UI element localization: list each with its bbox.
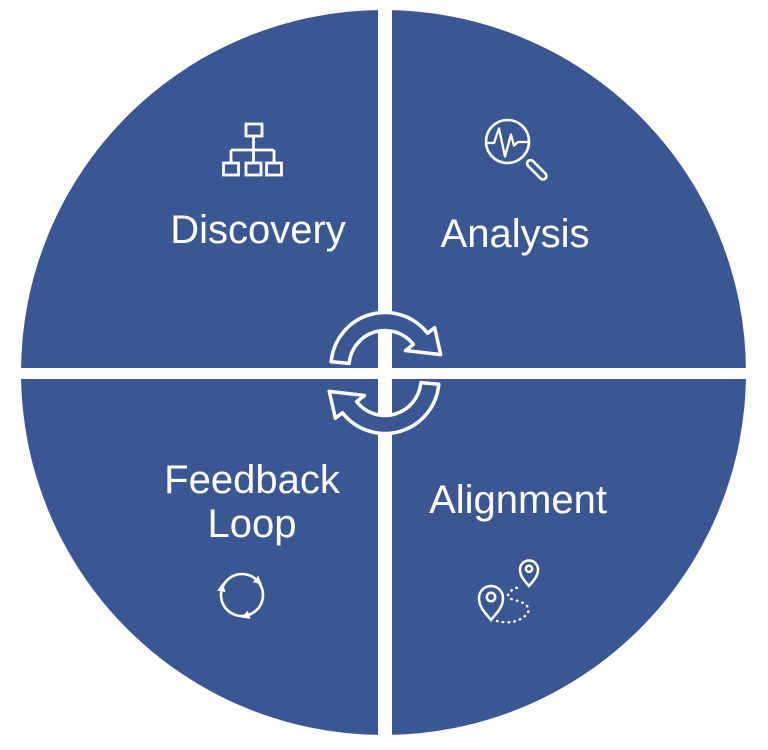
quadrant-label-feedback-loop: Feedback Loop bbox=[164, 458, 340, 546]
divider-horizontal bbox=[0, 368, 768, 379]
quadrant-label-discovery: Discovery bbox=[170, 208, 346, 252]
quadrant-label-analysis: Analysis bbox=[440, 212, 590, 256]
quadrant-label-alignment: Alignment bbox=[429, 478, 607, 522]
